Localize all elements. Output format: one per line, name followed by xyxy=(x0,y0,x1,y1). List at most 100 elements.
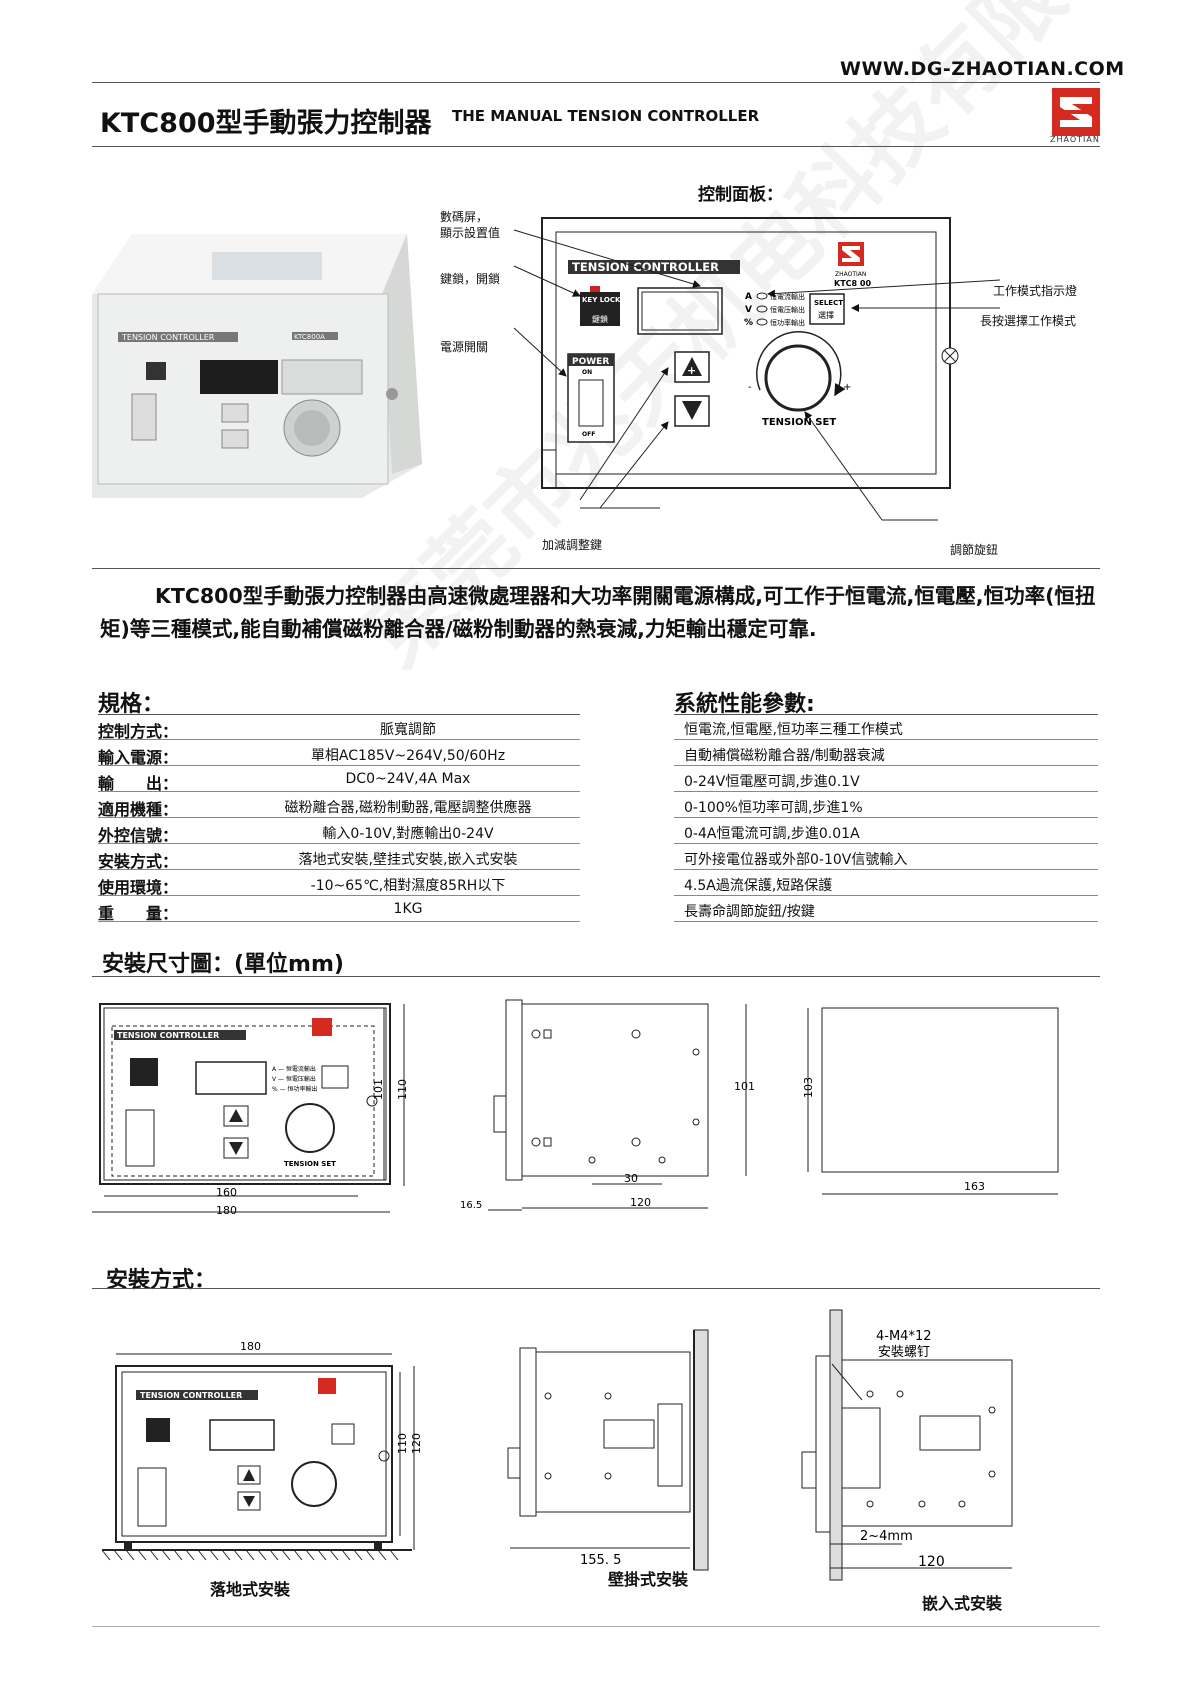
spec-key: 輸入電源： xyxy=(98,748,179,767)
select-label: SELECT xyxy=(814,299,843,307)
control-panel-diagram: TENSION CONTROLLER ZHAOTIAN KTC8 00 KEY … xyxy=(513,217,1001,521)
page-title: KTC800型手動張力控制器 xyxy=(100,108,432,139)
performance-row: 0-4A恒電流可調,步進0.01A xyxy=(674,818,1098,844)
embed-mount: 4-M4*12 安裝螺钉 2~4mm 120 xyxy=(801,1309,1013,1581)
performance-row: 0-100%恒功率可調,步進1% xyxy=(674,792,1098,818)
floor-h1: 110 xyxy=(396,1433,409,1454)
svg-text:+: + xyxy=(687,364,696,377)
website-url[interactable]: WWW.DG-ZHAOTIAN.COM xyxy=(840,58,1125,80)
performance-row: 恒電流,恒電壓,恒功率三種工作模式 xyxy=(674,714,1098,740)
embed-screw-2: 安裝螺钉 xyxy=(878,1345,930,1360)
performance-value: 自動補償磁粉離合器/制動器衰減 xyxy=(684,748,885,764)
spec-row: 控制方式：脈寬調節 xyxy=(98,714,580,741)
mounting-rule xyxy=(92,1288,1100,1289)
performance-value: 恒電流,恒電壓,恒功率三種工作模式 xyxy=(684,722,903,738)
knob-plus: + xyxy=(843,382,851,393)
callout-updown: 加減調整鍵 xyxy=(542,538,603,552)
spec-value: 落地式安裝,壁挂式安裝,嵌入式安裝 xyxy=(298,852,518,868)
mode-a: A xyxy=(745,292,752,302)
spec-value: 磁粉離合器,磁粉制動器,電壓調整供應器 xyxy=(284,800,532,816)
floor-width: 180 xyxy=(240,1340,261,1353)
callout-power: 電源開關 xyxy=(440,340,489,354)
knob-minus: - xyxy=(748,382,752,393)
panel-model: KTC8 00 xyxy=(834,279,871,288)
mode-p-label: 恒功率輸出 xyxy=(770,318,805,327)
zhaotian-logo-icon xyxy=(1052,88,1100,136)
performance-row: 4.5A過流保護,短路保護 xyxy=(674,870,1098,896)
dim-front-h-inner: 101 xyxy=(372,1079,385,1100)
specs-heading: 規格： xyxy=(98,692,165,717)
spec-value: -10~65℃,相對濕度85RH以下 xyxy=(310,878,506,894)
spec-row: 安裝方式： 落地式安裝,壁挂式安裝,嵌入式安裝 xyxy=(98,844,580,871)
spec-value: 1KG xyxy=(393,901,423,917)
spec-key: 安裝方式： xyxy=(98,852,179,871)
cutout-view: 103 163 xyxy=(802,1007,1059,1195)
performance-value: 可外接電位器或外部0-10V信號輸入 xyxy=(684,852,908,868)
photo-model: KTC800A xyxy=(294,333,325,341)
key-lock-label: KEY LOCK xyxy=(582,296,621,304)
dim-side-depth: 120 xyxy=(630,1196,651,1209)
embed-caption: 嵌入式安裝 xyxy=(922,1594,1003,1613)
spec-row: 外控信號： 輸入0-10V,對應輸出0-24V xyxy=(98,818,580,845)
dimensions-heading: 安裝尺寸圖：(單位mm) xyxy=(102,952,344,977)
dim-front-w-outer: 180 xyxy=(216,1204,237,1217)
side-view: 30 120 16.5 101 xyxy=(460,999,755,1211)
dim-cut-w: 163 xyxy=(964,1180,985,1193)
performance-row: 可外接電位器或外部0-10V信號輸入 xyxy=(674,844,1098,870)
logo-text: ZHAOTIAN xyxy=(1050,135,1100,144)
embed-screw-1: 4-M4*12 xyxy=(876,1329,932,1344)
spec-value: 輸入0-10V,對應輸出0-24V xyxy=(322,826,494,842)
performance-value: 4.5A過流保護,短路保護 xyxy=(684,878,833,894)
callout-mode-lamp: 工作模式指示燈 xyxy=(993,284,1078,298)
product-description: KTC800型手動張力控制器由高速微處理器和大功率開關電源構成,可工作于恒電流,… xyxy=(100,584,1096,641)
spec-value: 單相AC185V~264V,50/60Hz xyxy=(310,748,506,764)
spec-value: DC0~24V,4A Max xyxy=(345,771,471,787)
dim-front-h-outer: 110 xyxy=(396,1079,409,1100)
power-on: ON xyxy=(582,369,592,376)
dim-side-h: 101 xyxy=(734,1080,755,1093)
floor-caption: 落地式安裝 xyxy=(210,1580,291,1599)
mode-v: V xyxy=(745,305,752,315)
dim-side-front: 16.5 xyxy=(460,1200,482,1211)
panel-device-title: TENSION CONTROLLER xyxy=(572,260,719,274)
panel-brand: ZHAOTIAN xyxy=(835,271,866,278)
front-tension-set: TENSION SET xyxy=(284,1160,336,1168)
svg-text:V — 恒電压輸出: V — 恒電压輸出 xyxy=(272,1075,316,1083)
spec-row: 輸 出：DC0~24V,4A Max xyxy=(98,766,580,793)
spec-key: 適用機種： xyxy=(98,800,179,819)
header-rule-bottom xyxy=(92,146,1100,147)
footer-rule xyxy=(92,1626,1100,1627)
spec-row: 輸入電源： 單相AC185V~264V,50/60Hz xyxy=(98,740,580,767)
power-off: OFF xyxy=(582,431,595,438)
mounting-heading: 安裝方式： xyxy=(106,1268,217,1293)
floor-h2: 120 xyxy=(410,1433,423,1454)
callout-select: 長按選擇工作模式 xyxy=(980,314,1077,328)
performance-row: 自動補償磁粉離合器/制動器衰減 xyxy=(674,740,1098,766)
dim-front-w-inner: 160 xyxy=(216,1186,237,1199)
dim-cut-h: 103 xyxy=(802,1077,815,1098)
mounting-drawings: 180 TENSION CONTROLLER 110 120 xyxy=(101,1309,1013,1581)
mode-v-label: 恒電压輸出 xyxy=(770,305,805,314)
wall-depth: 155. 5 xyxy=(580,1553,621,1568)
performance-value: 0-4A恒電流可調,步進0.01A xyxy=(684,826,860,842)
callout-knob: 調節旋鈕 xyxy=(950,543,999,557)
tension-set-label: TENSION SET xyxy=(762,417,836,428)
wall-caption: 壁掛式安裝 xyxy=(608,1570,689,1589)
mode-p: % xyxy=(744,318,753,328)
performance-value: 0-24V恒電壓可調,步進0.1V xyxy=(684,774,860,790)
embed-depth: 120 xyxy=(918,1554,945,1570)
header-rule-top xyxy=(92,82,1100,83)
performance-value: 長壽命調節旋鈕/按鍵 xyxy=(684,904,815,920)
callout-display-1: 數碼屏， xyxy=(440,210,489,224)
mode-a-label: 恒電流輸出 xyxy=(770,292,805,301)
performance-rule xyxy=(674,714,1098,715)
key-lock-cn: 鍵鎖 xyxy=(592,314,608,324)
svg-text:% — 恒功率輸出: % — 恒功率輸出 xyxy=(272,1085,318,1093)
page-subtitle: THE MANUAL TENSION CONTROLLER xyxy=(452,107,760,125)
dimension-drawings: TENSION CONTROLLER A — 恒電流輸出 V — 恒電压輸出 %… xyxy=(92,999,1059,1217)
spec-key: 外控信號： xyxy=(98,826,179,845)
spec-row: 重 量：1KG xyxy=(98,896,580,923)
rule-desc-top xyxy=(92,568,1100,569)
spec-key: 使用環境： xyxy=(98,878,179,897)
photo-label: TENSION CONTROLLER xyxy=(121,333,215,342)
